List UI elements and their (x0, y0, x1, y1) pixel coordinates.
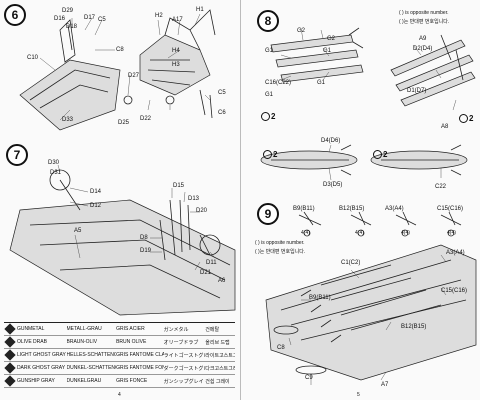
step-8-part-label: G2 (297, 28, 306, 34)
step-7-part-label: D30 (48, 160, 60, 166)
step-7-part-label: D8 (140, 235, 148, 241)
paint-diamond-icon (4, 336, 16, 348)
step-9-part-label: C1(C2) (341, 260, 361, 266)
step-9-part-label: A3(A4) (385, 206, 404, 212)
step-9-part-label: C15(C16) (441, 288, 468, 294)
step-8-part-label: C16(C22) (265, 80, 292, 86)
step-6-part-label: C5 (218, 90, 226, 96)
step-6-part-label: H1 (196, 7, 204, 13)
part-count-note: 4(4) (301, 230, 310, 236)
step-6-part-label: D17 (84, 15, 96, 21)
step-6-part-label: C10 (27, 55, 39, 61)
step-7-number: 7 (6, 144, 28, 166)
step-8-part-label: D1(D7) (407, 88, 427, 94)
step-6-part-label: H3 (172, 62, 180, 68)
step-6-cockpit-diagram (19, 9, 216, 131)
step-7-part-label: D12 (90, 203, 102, 209)
step-6-part-label: D18 (66, 24, 78, 30)
step-6-part-label: D33 (62, 117, 74, 123)
step-6-part-label: C6 (218, 110, 226, 116)
step-8-part-label: G1 (265, 48, 274, 54)
right-instruction-page: 8 ( ) is opposite number. ( )는 반대편 번호입니다… (241, 0, 480, 400)
step-6-number: 6 (4, 4, 26, 26)
paint-diamond-icon (4, 323, 16, 335)
step-7-part-label: D14 (90, 189, 102, 195)
step-9-number: 9 (257, 203, 279, 225)
step-7-part-label: D21 (200, 270, 212, 276)
opposite-number-note: ( ) is opposite number. (399, 10, 449, 16)
quantity-ring-icon (373, 150, 382, 160)
step-8-part-label: D2(D4) (413, 46, 433, 52)
step-9-part-label: B9(B11) (293, 206, 315, 212)
step-8-part-label: G1 (265, 92, 274, 98)
step-8-part-label: G1 (317, 80, 326, 86)
paint-diamond-icon (4, 362, 16, 374)
left-instruction-page: 6 D29 D17 C5 D16 D18 C8 C10 D33 H2 A17 H… (4, 0, 241, 400)
paint-diamond-icon (4, 349, 16, 361)
step-6-part-label: D22 (140, 116, 152, 122)
step-6-part-label: C8 (116, 47, 124, 53)
opposite-number-note-kr: ( )는 반대편 번호입니다. (255, 249, 306, 255)
legend-row: GUNMETAL METALL-GRAU GRIS ACIER ガンメタル 건메… (4, 323, 235, 336)
step-8-number: 8 (257, 10, 279, 32)
part-count-note: 4(4) (447, 230, 456, 236)
step-6-part-label: D29 (62, 8, 74, 14)
step-7-part-label: A5 (74, 228, 82, 234)
step-7-part-label: D15 (173, 183, 185, 189)
legend-row: LIGHT GHOST GRAY HELLES-SCHATTENGRAU GRI… (4, 349, 235, 362)
step-9-part-label: B12(B15) (339, 206, 365, 212)
step-7-part-label: D20 (196, 208, 208, 214)
opposite-number-note: ( ) is opposite number. (255, 240, 305, 246)
paint-diamond-icon (4, 375, 16, 387)
quantity-ring-icon (459, 114, 468, 124)
step-7-wing-diagram (9, 164, 236, 316)
step-7-part-label: A6 (218, 278, 226, 284)
step-7-part-label: D19 (140, 248, 152, 254)
step-8-part-label: D4(D6) (321, 138, 341, 144)
quantity-marker: 2 (261, 112, 275, 122)
step-7-part-label: D13 (188, 196, 200, 202)
step-6-part-label: H2 (155, 13, 163, 19)
part-count-note: 4(4) (401, 230, 410, 236)
legend-row: DARK GHOST GRAY DUNKEL-SCHATTENGRAU GRIS… (4, 362, 235, 375)
legend-row: GUNSHIP GRAY DUNKELGRAU GRIS FONCÉ ガンシップ… (4, 375, 235, 388)
step-6-part-label: A17 (172, 17, 183, 23)
step-6-part-label: D25 (118, 120, 130, 126)
step-9-part-label: C15(C16) (437, 206, 464, 212)
quantity-ring-icon (261, 112, 270, 122)
step-9-part-label: B9(B11) (309, 295, 331, 301)
quantity-marker: 2 (459, 114, 473, 124)
part-count-note: 4(4) (355, 230, 364, 236)
step-8-part-label: C22 (435, 184, 447, 190)
step-6-part-label: D16 (54, 16, 66, 22)
paint-color-legend: GUNMETAL METALL-GRAU GRIS ACIER ガンメタル 건메… (4, 322, 235, 388)
step-7-part-label: D11 (206, 260, 217, 266)
quantity-marker: 2 (373, 150, 387, 160)
step-9-part-label: B12(B15) (401, 324, 427, 330)
quantity-ring-icon (263, 150, 272, 160)
step-9-part-label: A3(A4) (446, 250, 465, 256)
step-8-part-label: G1 (323, 48, 332, 54)
page-number: 4 (118, 392, 121, 398)
step-7-part-label: D31 (50, 170, 62, 176)
legend-row: OLIVE DRAB BRAUN-OLIV BRUN OLIVE オリーブドラブ… (4, 336, 235, 349)
step-8-part-label: G2 (327, 36, 336, 42)
step-9-wing-stores-diagram (265, 211, 477, 385)
opposite-number-note-kr: ( )는 반대편 번호입니다. (399, 19, 450, 25)
step-9-part-label: C9 (305, 375, 313, 381)
step-6-part-label: D27 (128, 73, 140, 79)
step-8-part-label: A8 (441, 124, 449, 130)
quantity-marker: 2 (263, 150, 277, 160)
step-8-part-label: D3(D5) (323, 182, 343, 188)
step-8-missile-diagram (260, 27, 476, 181)
step-6-part-label: C5 (98, 17, 106, 23)
step-8-part-label: A9 (419, 36, 427, 42)
step-9-part-label: A7 (381, 382, 389, 388)
step-9-part-label: C8 (277, 345, 285, 351)
step-6-part-label: H4 (172, 48, 180, 54)
page-number: 5 (357, 392, 360, 398)
